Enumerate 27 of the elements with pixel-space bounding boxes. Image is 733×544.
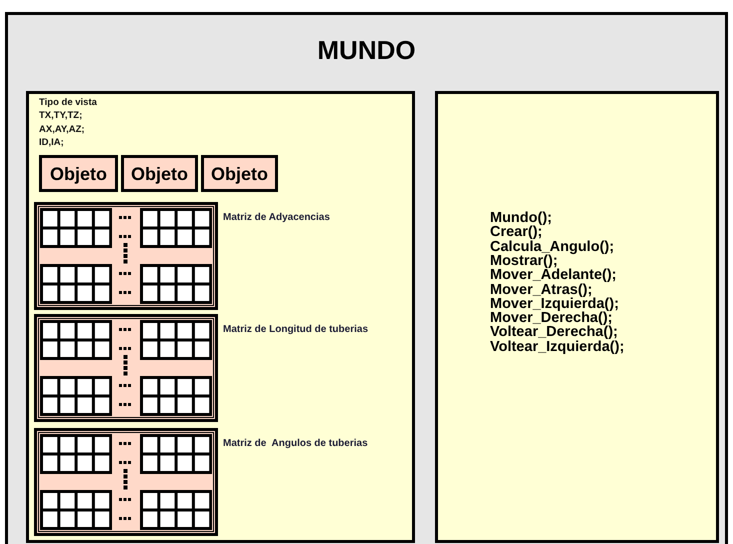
method-text: Voltear_Derecha(); [490,325,618,340]
method-text: Crear(); [490,225,542,240]
method-text: Voltear_Izquierda(); [490,340,624,355]
method-text: Mover_Adelante(); [490,268,616,284]
object-box [121,155,198,192]
method-text: Mundo(); [490,211,552,226]
class-frame [5,12,728,544]
matrix-label: Matriz de Angulos de tuberias [223,438,368,449]
attribute-text: Tipo de vista [39,97,97,109]
method-text: Mover_Derecha(); [490,311,612,326]
object-box [201,155,278,192]
method-text: Mostrar(); [490,254,558,269]
attributes-panel [26,91,415,543]
matrix-label: Matriz de Adyacencias [223,212,330,223]
object-label: Objeto [49,163,108,185]
attribute-text: AX,AY,AZ; [39,124,85,136]
method-text: Mover_Atras(); [490,282,592,298]
object-label: Objeto [210,163,269,185]
object-box [39,155,118,192]
method-text: Mover_Izquierda(); [490,296,619,312]
methods-panel [435,91,719,543]
attribute-text: ID,IA; [39,136,64,149]
matrix-label: Matriz de Longitud de tuberias [223,324,368,335]
method-text: Calcula_Angulo(); [490,240,614,255]
class-title: MUNDO [316,35,417,65]
attribute-text: TX,TY,TZ; [39,110,82,122]
object-label: Objeto [130,163,189,185]
